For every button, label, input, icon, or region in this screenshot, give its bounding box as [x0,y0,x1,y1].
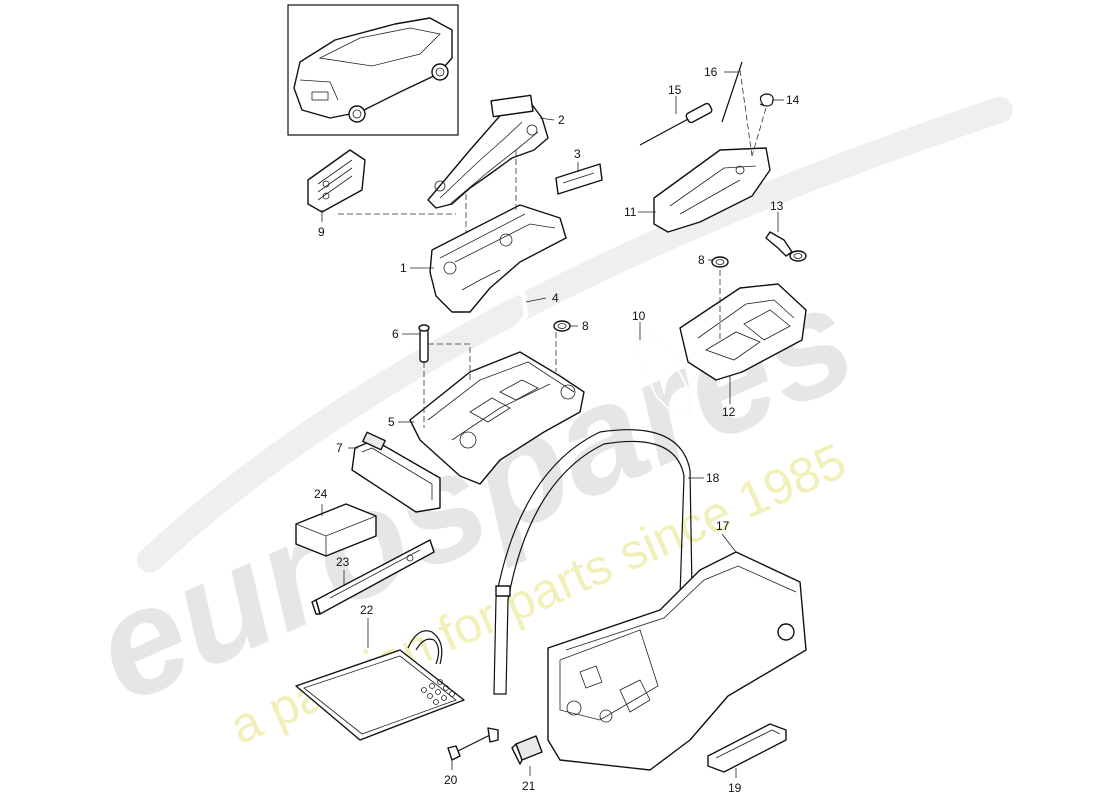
car-jack-icon [427,94,549,209]
vehicle-thumbnail [287,4,459,136]
rod-icon [721,61,743,123]
callout-13: 13 [770,199,784,213]
callout-15: 15 [668,83,682,97]
callout-21: 21 [522,779,536,793]
callout-7: 7 [336,441,343,455]
tray-insert-icon [679,283,807,381]
callout-23: 23 [336,555,350,569]
car-icon [293,17,453,123]
assembly-lines [338,150,721,428]
tool-bag-icon [295,630,465,741]
clip-icon [759,93,774,107]
callout-2: 2 [558,113,565,127]
first-aid-kit-icon [295,503,377,557]
pin-icon [418,324,430,363]
callout-24: 24 [314,487,328,501]
jack-holder-icon [429,204,567,313]
spare-wheel-tray-icon [547,551,807,771]
wrench-icon [455,733,493,753]
towing-eye-icon [765,231,807,262]
warning-triangle-icon [311,539,435,615]
callout-4: 4 [552,291,559,305]
callout-22: 22 [360,603,374,617]
callout-1: 1 [400,261,407,275]
holder-icon [653,147,771,233]
watermark-swoosh [137,97,1013,573]
screwdriver-icon [639,117,691,146]
callout-12: 12 [722,405,736,419]
callout-19: 19 [728,781,742,795]
callout-6: 6 [392,327,399,341]
callout-8b: 8 [698,253,705,267]
retaining-strap-icon [351,431,441,513]
callout-9: 9 [318,225,325,239]
callout-3: 3 [574,147,581,161]
adapter-icon [511,735,543,765]
wheel-chock-icon [307,149,366,213]
callout-17: 17 [716,519,730,533]
callout-8: 8 [582,319,589,333]
grommet-icon [553,256,729,332]
callout-18: 18 [706,471,720,485]
callout-20: 20 [444,773,458,787]
callout-16: 16 [704,65,718,79]
callout-leaders [321,71,784,778]
callout-numbers: 2 3 1 4 8 6 5 7 9 10 11 12 8 13 14 15 16… [314,65,800,795]
callout-5: 5 [388,415,395,429]
callout-11: 11 [624,205,637,219]
label-sticker [555,163,603,195]
callout-10: 10 [632,309,646,323]
tool-tray-icon [409,351,585,485]
retainer-icon [707,723,787,773]
callout-14: 14 [786,93,800,107]
